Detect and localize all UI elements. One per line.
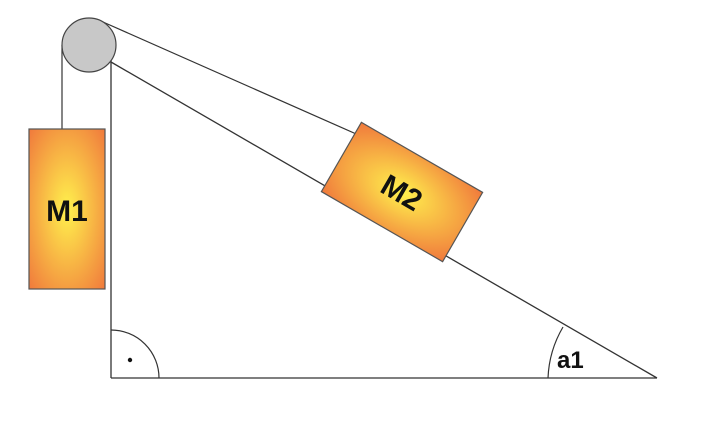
string-to-m2 — [102, 21, 364, 138]
right-angle-arc — [110, 329, 160, 379]
mass-m1: M1 — [28, 128, 106, 290]
mass-m1-label: M1 — [46, 195, 88, 228]
mass-m2-block — [320, 121, 484, 263]
right-angle-dot — [127, 357, 133, 363]
mass-m1-block — [28, 128, 106, 290]
angle-label: a1 — [557, 347, 584, 374]
angle-arc — [547, 326, 564, 379]
pulley — [61, 17, 117, 73]
strings — [61, 21, 364, 138]
mass-m2: M2 — [320, 121, 484, 263]
